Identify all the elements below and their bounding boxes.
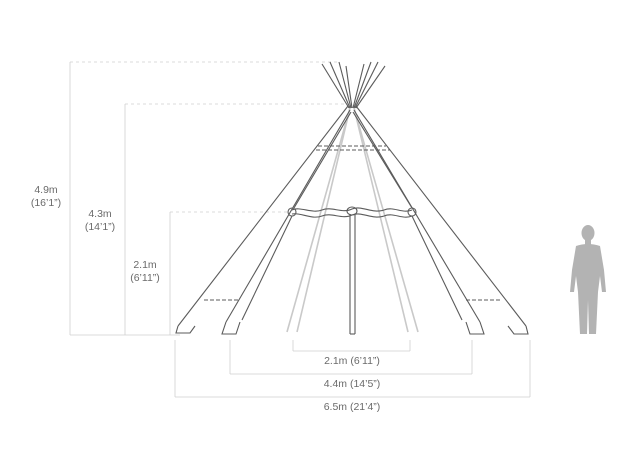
height-pole-tips-metric: 4.9m [34, 184, 58, 196]
height-pole-tips-imperial: (16’1”) [30, 197, 62, 209]
tipi-canvas [175, 105, 529, 335]
width-label-base: 6.5m (21’4”) [323, 401, 381, 413]
height-label-door: 2.1m (6’11”) [122, 259, 168, 285]
pole-tips [321, 61, 386, 109]
width-dimension-lines [174, 340, 531, 398]
width-label-inner: 2.1m (6’11”) [324, 355, 380, 367]
inner-poles [286, 107, 419, 333]
height-door-imperial: (6’11”) [130, 272, 160, 284]
height-apex-imperial: (14’1”) [84, 221, 116, 233]
width-label-middle: 4.4m (14’5”) [323, 378, 381, 390]
human-silhouette-icon [570, 225, 606, 334]
height-apex-metric: 4.3m [88, 208, 112, 220]
height-dimension-lines [69, 61, 348, 336]
height-label-pole-tips: 4.9m (16’1”) [24, 184, 68, 210]
height-door-metric: 2.1m [133, 259, 157, 271]
height-label-apex: 4.3m (14’1”) [77, 208, 123, 234]
